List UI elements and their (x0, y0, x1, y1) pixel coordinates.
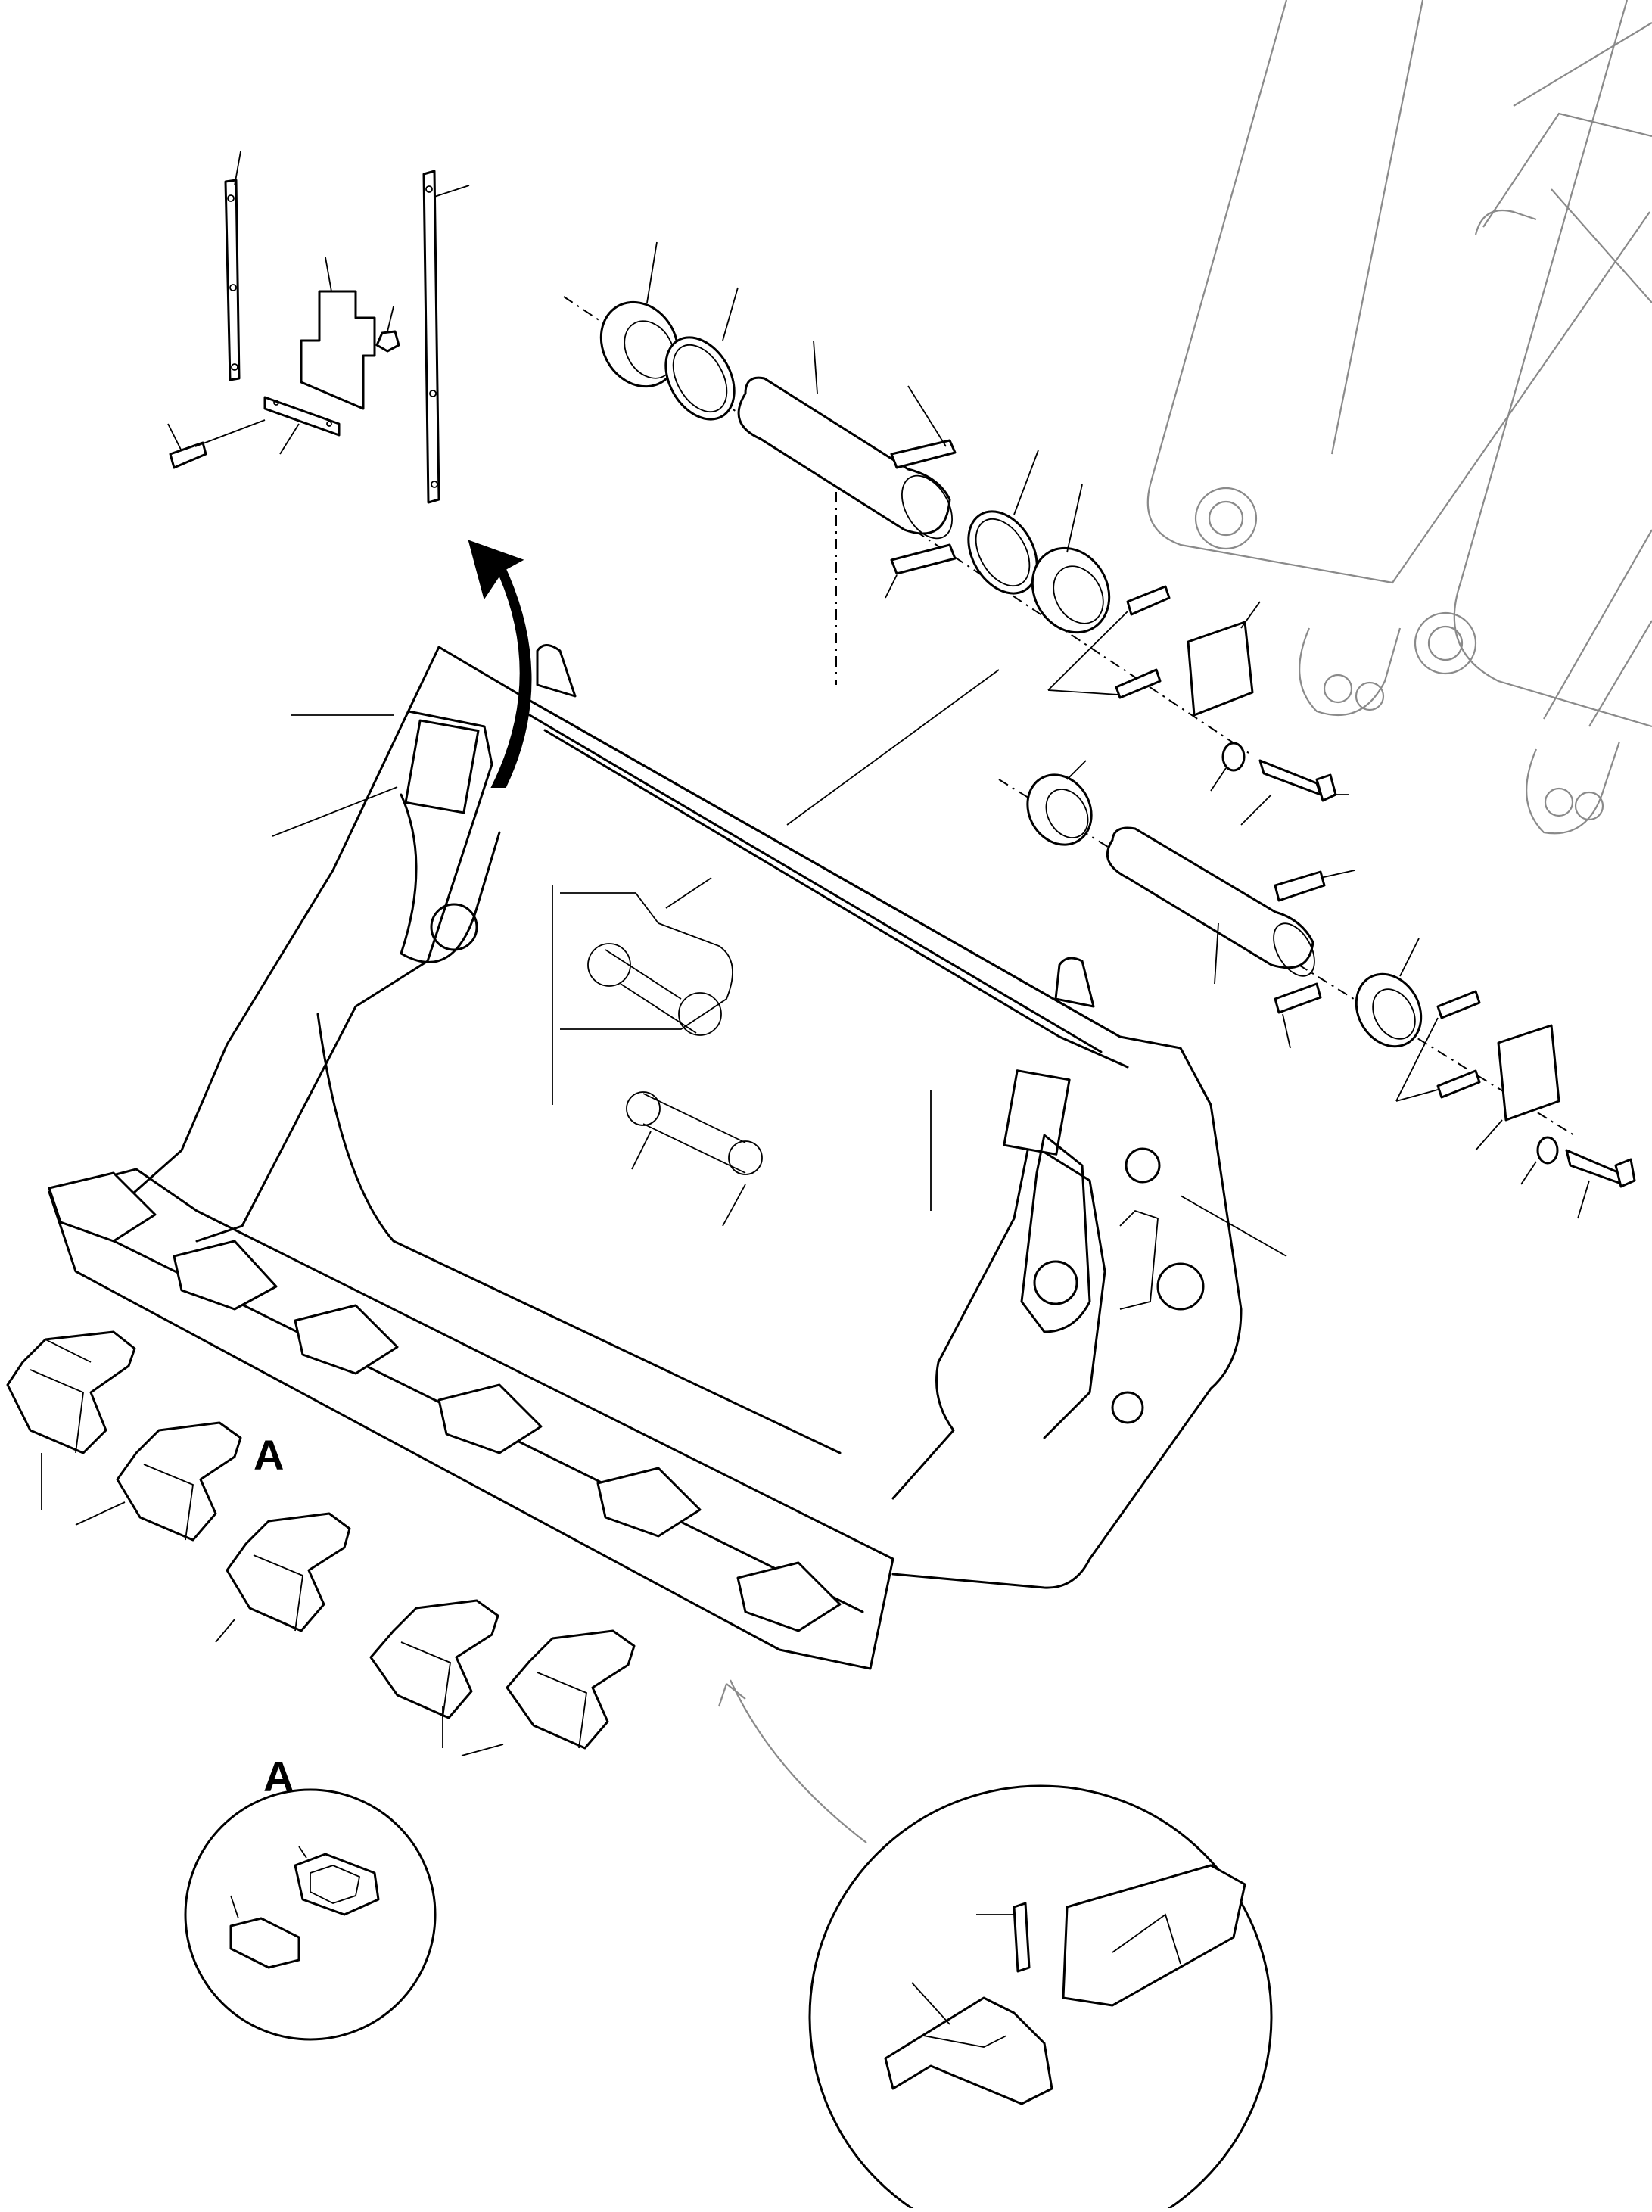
tooth-detail-view (717, 1679, 1273, 2212)
mounting-arrow (468, 540, 532, 788)
upper-pin-assembly (563, 241, 1349, 802)
detail-a-view (184, 1788, 437, 2041)
cutting-edge-adapters (48, 1168, 894, 1670)
detail-a-view-label: A (263, 1753, 294, 1800)
cutting-edge-plates (167, 151, 470, 504)
lower-pin-assembly (998, 760, 1636, 1219)
loader-arm-assembly (1146, 0, 1652, 835)
bucket-teeth (6, 1330, 636, 1756)
bucket-body (112, 644, 1287, 1589)
detail-a-callout: A (254, 1431, 285, 1479)
